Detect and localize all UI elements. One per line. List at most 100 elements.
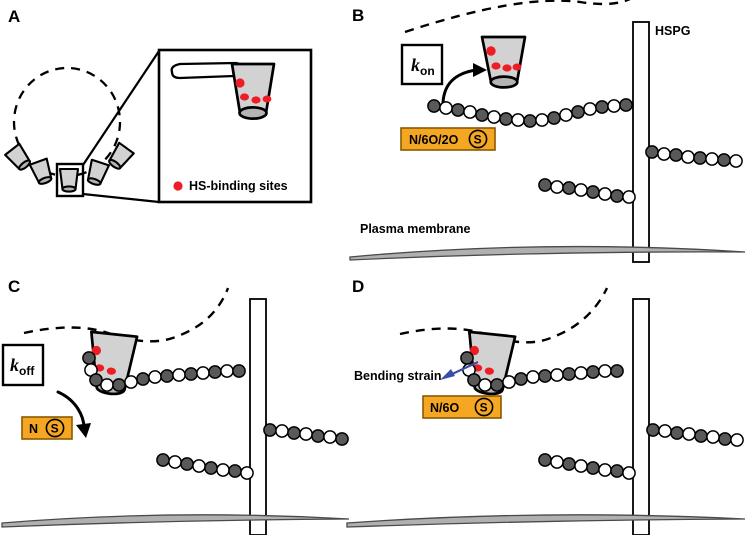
hs-bead (526, 370, 540, 384)
hs-chain-lower (538, 178, 636, 204)
protein-unit (28, 157, 56, 188)
hs-bead (610, 464, 624, 478)
hs-bead (622, 190, 636, 204)
hs-bead (669, 148, 683, 162)
hs-bead (718, 432, 732, 446)
hs-bead (598, 364, 612, 378)
hs-bead (595, 100, 609, 114)
badge-s-circle (474, 397, 494, 417)
hs-bead (511, 113, 525, 127)
hs-bead (502, 375, 516, 389)
red-dot-icon (491, 62, 501, 70)
hs-bead (168, 455, 182, 469)
protein-unit-highlighted (58, 167, 80, 193)
dashed-vesicle-arc (399, 287, 609, 344)
hs-chain-upper (427, 98, 633, 128)
hs-bead (112, 378, 126, 392)
red-dot-icon (486, 46, 496, 56)
protein-ring (4, 141, 135, 193)
plasma-membrane (1, 514, 350, 528)
legend-label: HS-binding sites (189, 179, 288, 193)
hs-bead (535, 113, 549, 127)
hs-bead (622, 466, 636, 480)
red-dot-icon (484, 367, 494, 375)
hs-chain-upper (82, 351, 246, 392)
sulfation-badge-n6o: N/6O S (422, 395, 502, 419)
hs-bead (583, 102, 597, 116)
hs-bead (172, 368, 186, 382)
protein-unbound (480, 35, 527, 89)
protein-unit (104, 141, 135, 173)
hs-binding-site-dot-group (91, 345, 116, 375)
protein-unit (4, 142, 35, 174)
sulfation-badge-s: S (51, 422, 59, 436)
hspg-rod (632, 298, 650, 535)
hs-bead (645, 145, 659, 159)
hs-bead (562, 181, 576, 195)
panel-b: B HSPG kon (345, 0, 746, 270)
sulfation-badge-s: S (474, 133, 482, 147)
legend-red-dot-icon (173, 181, 183, 191)
hs-bead (598, 463, 612, 477)
sulfation-badge-n: N S (21, 416, 73, 440)
protein-unit (83, 158, 111, 188)
rate-constant-koff-subscript: off (19, 364, 35, 378)
hs-bead (523, 114, 537, 128)
hs-bead (156, 453, 170, 467)
hs-binding-site-dot-group (486, 46, 522, 72)
hs-bead (216, 463, 230, 477)
hs-bead (681, 150, 695, 164)
hs-bead (610, 364, 624, 378)
hs-bead (562, 457, 576, 471)
hs-bead (299, 427, 313, 441)
hs-bead (311, 429, 325, 443)
rate-constant-kon-box: kon (400, 43, 444, 86)
badge-s-circle (468, 129, 488, 149)
dashed-vesicle-arc (23, 287, 230, 343)
hs-bead (124, 375, 138, 389)
hs-bead (547, 111, 561, 125)
hs-bead (717, 153, 731, 167)
hs-chain-right (645, 145, 743, 168)
hs-bead (619, 98, 633, 112)
hs-bead (475, 108, 489, 122)
hs-bead (100, 378, 114, 392)
hs-bead (586, 365, 600, 379)
hspg-rod (632, 21, 650, 263)
rate-constant-koff-box: koff (1, 343, 45, 387)
hs-bead (439, 101, 453, 115)
hs-bead (538, 369, 552, 383)
hs-bead (228, 464, 242, 478)
hs-bead (514, 372, 528, 386)
panel-b-graphic: HSPG kon (349, 0, 746, 263)
hs-bead (550, 368, 564, 382)
hs-bead (693, 151, 707, 165)
curved-arrow-icon (441, 68, 478, 105)
hs-chain-right (263, 423, 349, 446)
rate-constant-kon-subscript: on (420, 64, 435, 78)
hs-bead (275, 424, 289, 438)
hs-bead (658, 424, 672, 438)
sulfation-badge-s: S (480, 401, 488, 415)
hs-bead (607, 99, 621, 113)
panel-a: A (0, 0, 340, 265)
hs-chain-right (646, 423, 744, 447)
hs-bead (490, 378, 504, 392)
hs-chain-lower (538, 453, 636, 480)
hs-bead (682, 427, 696, 441)
hs-bead (136, 372, 150, 386)
hs-bead (550, 455, 564, 469)
hs-bead (427, 99, 441, 113)
hs-chain-lower (156, 453, 254, 480)
hs-bead (499, 112, 513, 126)
hs-bead (196, 366, 210, 380)
hs-bead (562, 367, 576, 381)
hs-bead (220, 364, 234, 378)
sulfation-badge-n6o2o: N/6O/2O S (400, 127, 496, 151)
hs-bead (192, 459, 206, 473)
hs-bead (670, 426, 684, 440)
hs-bead (467, 373, 481, 387)
red-dot-icon (502, 64, 512, 72)
protein-base (489, 75, 519, 89)
